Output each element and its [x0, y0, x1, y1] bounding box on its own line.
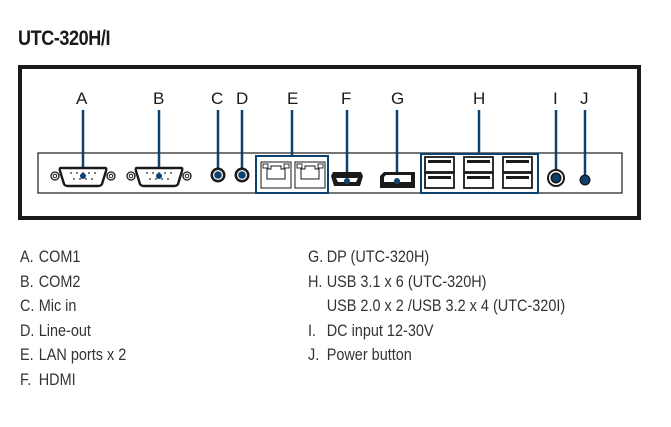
legend-key: J.	[308, 345, 320, 364]
legend-key: B.	[20, 271, 34, 291]
dc-jack-icon	[547, 169, 565, 187]
legend-text: DC input 12-30V	[326, 320, 434, 340]
port-label-f: F	[341, 89, 351, 108]
port-label-c: C	[211, 89, 223, 108]
hdmi-port-icon	[331, 172, 363, 186]
legend-key: C.	[20, 296, 35, 315]
legend-key: H.	[308, 271, 323, 291]
legend-text: COM1	[38, 247, 81, 266]
displayport-icon	[380, 172, 415, 188]
legend-right: G.DP (UTC-320H) H.USB 3.1 x 6 (UTC-320H)…	[308, 245, 565, 368]
legend-key: I.	[308, 320, 317, 340]
legend-item: D.Line-out	[20, 319, 126, 344]
legend-text: LAN ports x 2	[38, 345, 127, 364]
legend-text: USB 3.1 x 6 (UTC-320H)	[326, 271, 487, 291]
legend-text: Power button	[326, 345, 412, 364]
audio-jack-icon	[210, 167, 226, 183]
legend-key: F.	[20, 369, 32, 389]
legend-key: G.	[308, 247, 324, 266]
model-title: UTC-320H/I	[18, 27, 111, 50]
legend-item: J. Power button	[308, 343, 565, 368]
legend-text: DP (UTC-320H)	[326, 247, 430, 266]
legend-item: E.LAN ports x 2	[20, 343, 126, 368]
port-label-b: B	[153, 89, 164, 108]
outer-frame	[18, 65, 641, 220]
legend-item: G.DP (UTC-320H)	[308, 245, 565, 270]
usb-port-icon	[420, 153, 539, 194]
legend-item: F. HDMI	[20, 368, 126, 393]
port-label-i: I	[553, 89, 558, 108]
legend-text: Mic in	[38, 296, 77, 315]
port-label-e: E	[287, 89, 298, 108]
db9-serial-port-icon	[50, 166, 116, 188]
legend-key: D.	[20, 320, 35, 340]
legend-item: B.COM2	[20, 270, 126, 295]
legend-item: I. DC input 12-30V	[308, 319, 565, 344]
port-label-g: G	[391, 89, 404, 108]
legend-text: Line-out	[38, 320, 91, 340]
rj45-lan-port-icon	[255, 155, 329, 194]
legend-item: H.USB 3.1 x 6 (UTC-320H)	[308, 270, 565, 295]
legend-text: COM2	[38, 271, 81, 291]
port-label-j: J	[580, 89, 589, 108]
legend-left: A.COM1 B.COM2 C.Mic in D.Line-out E.LAN …	[20, 245, 126, 392]
legend-item: C.Mic in	[20, 294, 126, 319]
legend-key: A.	[20, 247, 34, 266]
power-button-icon	[579, 174, 591, 186]
port-label-h: H	[473, 89, 485, 108]
legend-text: HDMI	[38, 369, 76, 389]
port-label-a: A	[76, 89, 88, 108]
legend-item-continuation: USB 2.0 x 2 /USB 3.2 x 4 (UTC-320I)	[326, 296, 566, 315]
audio-jack-icon	[234, 167, 250, 183]
port-label-d: D	[236, 89, 248, 108]
db9-serial-port-icon	[126, 166, 192, 188]
legend-item: A.COM1	[20, 245, 126, 270]
legend-key: E.	[20, 345, 34, 364]
